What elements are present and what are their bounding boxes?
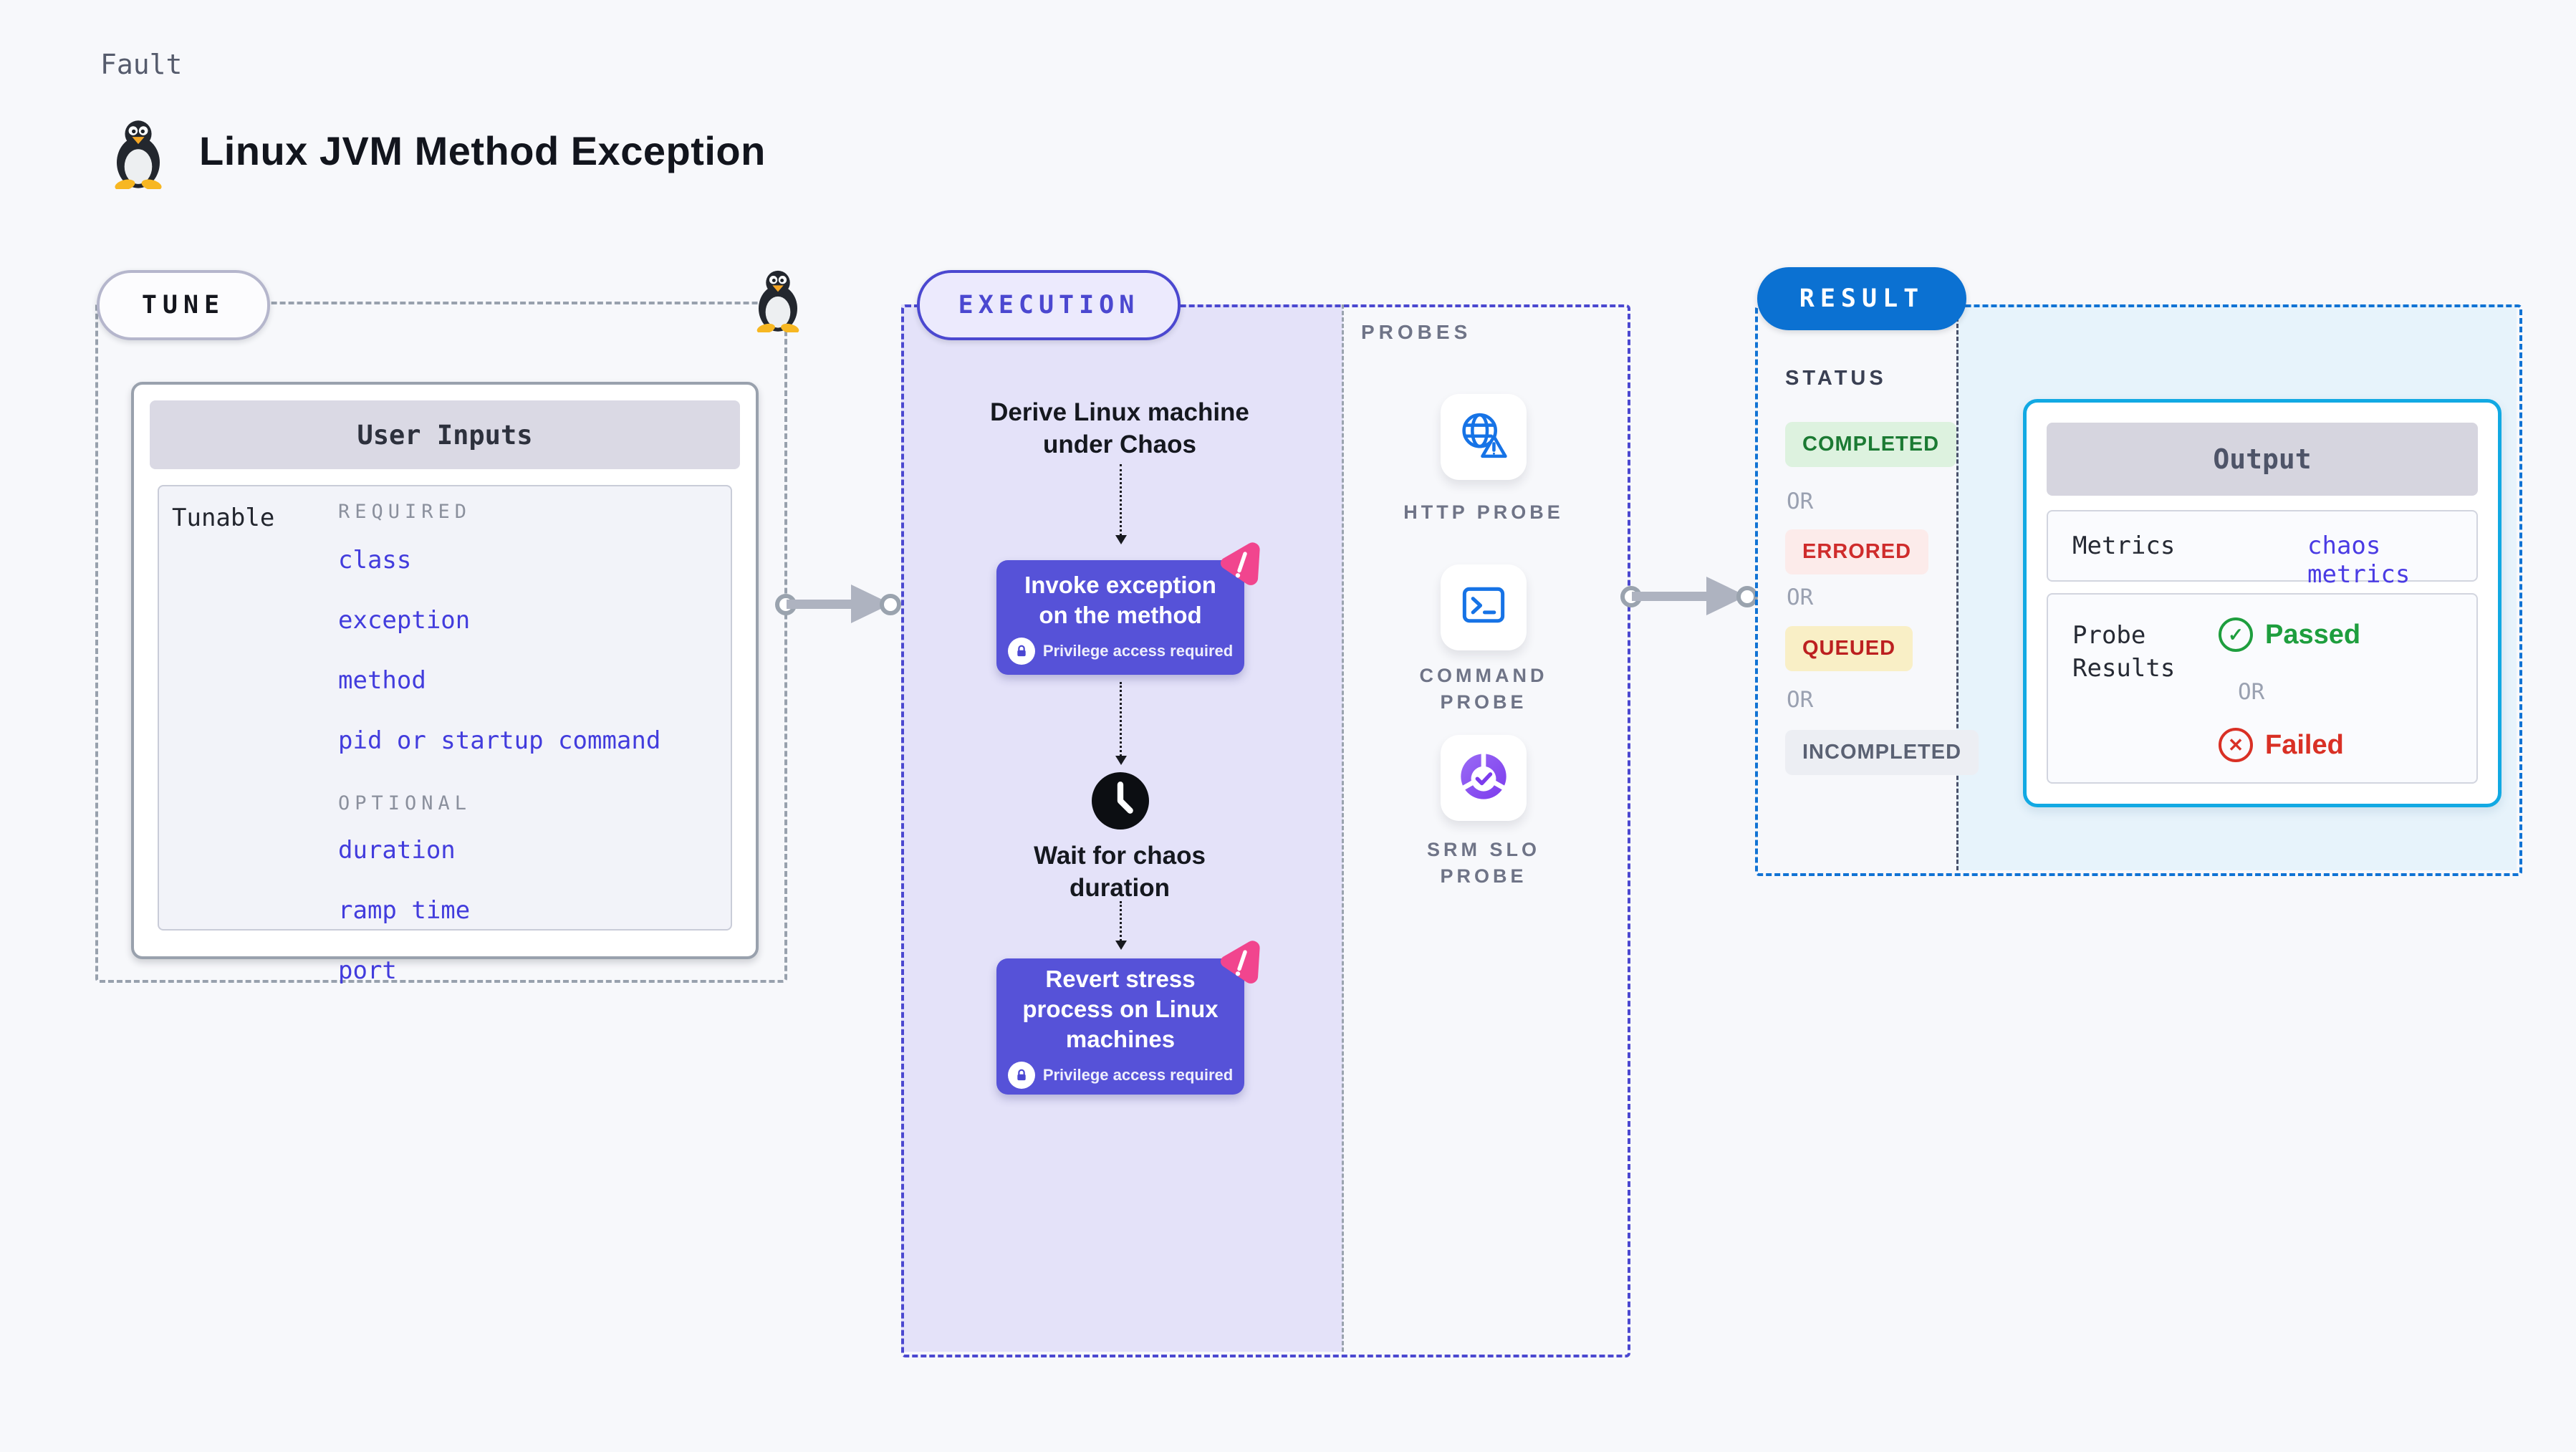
tunable-link-class[interactable]: class (338, 546, 412, 574)
output-card: Output Metrics chaos metrics Probe Resul… (2023, 399, 2501, 807)
tunable-link-method[interactable]: method (338, 666, 426, 695)
or-separator: OR (1787, 687, 1814, 713)
page-title: Linux JVM Method Exception (199, 128, 766, 173)
metrics-label: Metrics (2072, 532, 2176, 560)
status-output-separator (1956, 304, 1959, 870)
failed-label: Failed (2265, 729, 2344, 760)
check-circle-icon: ✓ (2219, 617, 2253, 652)
tunable-panel: Tunable REQUIRED class exception method … (158, 485, 732, 985)
probe-results-row: Probe Results ✓ Passed OR ✕ Failed (2047, 593, 2478, 784)
execution-section-box (901, 304, 1630, 1357)
status-badge: QUEUED (1785, 626, 1913, 671)
tune-badge: TUNE (97, 270, 270, 340)
probes-label: PROBES (1361, 321, 1472, 343)
probe-results-label: Probe Results (2072, 621, 2176, 683)
tunable-link-ramp-time[interactable]: ramp time (338, 896, 471, 925)
tunable-link-exception[interactable]: exception (338, 606, 471, 635)
tune-section-box (95, 302, 787, 983)
or-separator: OR (2238, 679, 2265, 705)
tunable-row-label: Tunable (172, 504, 275, 532)
chaos-fault-corner-icon (1213, 539, 1266, 592)
revert-stress-node: Revert stress process on Linux machines … (996, 958, 1244, 1095)
privilege-note: Privilege access required (1042, 642, 1234, 660)
invoke-node-title: Invoke exception on the method (1024, 572, 1216, 628)
tunable-link-duration[interactable]: duration (338, 836, 456, 865)
flow-arrow-down (1115, 901, 1127, 950)
command-probe-card (1441, 564, 1527, 650)
lock-icon (1007, 638, 1035, 665)
chaos-metrics-link[interactable]: chaos metrics (2307, 532, 2411, 589)
status-badge: COMPLETED (1785, 422, 1957, 467)
wait-clock-icon (1092, 772, 1149, 830)
status-label: STATUS (1785, 367, 1887, 390)
flow-arrow-down (1115, 682, 1127, 765)
status-badge: ERRORED (1785, 529, 1929, 574)
globe-alert-icon (1456, 408, 1511, 466)
slo-pie-check-icon (1456, 749, 1511, 807)
chaos-fault-corner-icon (1213, 937, 1266, 990)
privilege-note: Privilege access required (1042, 1066, 1234, 1084)
tune-to-execution-arrow (775, 584, 901, 624)
linux-penguin-small-icon (749, 268, 807, 334)
tunable-link-port[interactable]: port (338, 956, 397, 985)
execution-badge: EXECUTION (917, 270, 1181, 340)
failed-verdict: ✕ Failed (2219, 728, 2344, 762)
optional-label: OPTIONAL (338, 792, 472, 814)
lock-icon (1007, 1062, 1035, 1089)
http-probe-card (1441, 394, 1527, 480)
user-inputs-header: User Inputs (150, 400, 740, 469)
http-probe-label: HTTP PROBE (1403, 501, 1564, 523)
connector-endpoint (880, 594, 901, 615)
wait-step-text: Wait for chaos duration (1034, 842, 1206, 902)
passed-verdict: ✓ Passed (2219, 617, 2360, 652)
user-inputs-card: User Inputs Tunable REQUIRED class excep… (131, 382, 759, 985)
invoke-exception-node: Invoke exception on the method Privilege… (996, 560, 1244, 675)
terminal-icon (1457, 580, 1510, 636)
required-label: REQUIRED (338, 501, 472, 523)
output-header: Output (2047, 423, 2478, 496)
status-badge: INCOMPLETED (1785, 730, 1979, 775)
or-separator: OR (1787, 585, 1814, 610)
tunable-link-pid-or-startup-command[interactable]: pid or startup command (338, 726, 661, 755)
passed-label: Passed (2265, 619, 2361, 650)
result-badge: RESULT (1757, 267, 1966, 330)
fault-kicker: Fault (100, 49, 183, 80)
x-circle-icon: ✕ (2219, 728, 2253, 762)
srm-slo-probe-card (1441, 735, 1527, 821)
command-probe-label: COMMAND PROBE (1419, 665, 1548, 713)
or-separator: OR (1787, 489, 1814, 514)
execution-to-result-arrow (1620, 576, 1758, 616)
execution-probes-separator (1342, 304, 1344, 1352)
result-section-box (1755, 304, 2522, 876)
flow-arrow-down (1115, 464, 1127, 544)
derive-step-text: Derive Linux machine under Chaos (990, 398, 1249, 458)
metrics-row: Metrics chaos metrics (2047, 510, 2478, 589)
linux-penguin-icon (107, 117, 169, 191)
revert-node-title: Revert stress process on Linux machines (1022, 966, 1219, 1052)
srm-slo-probe-label: SRM SLO PROBE (1426, 839, 1540, 887)
